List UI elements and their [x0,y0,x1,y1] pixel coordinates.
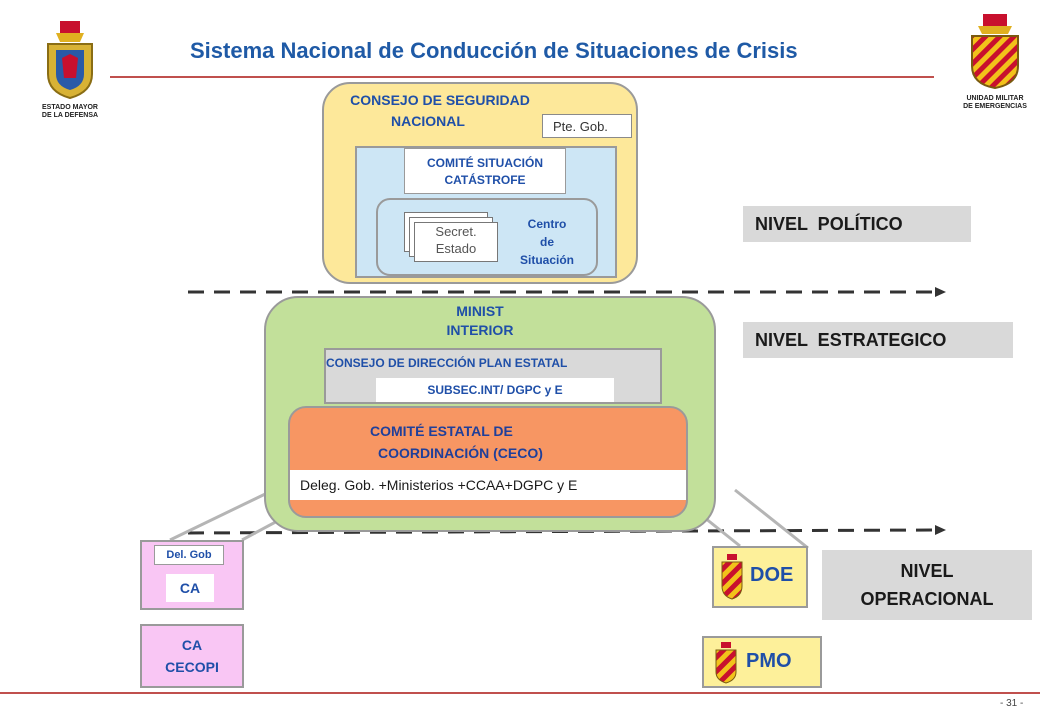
ceco-line: COMITÉ ESTATAL DE [370,423,513,439]
doe-label: DOE [750,564,794,586]
subsec-label: SUBSEC.INT/ DGPC y E [376,378,614,402]
secret-line: Estado [435,241,477,256]
nivel-operacional-line: NIVEL [900,561,954,581]
centro-situacion-label: Centro de Situación [506,215,588,269]
cecopi-line: CA [181,637,203,653]
pte-gob-label: Pte. Gob. [542,114,632,138]
nivel-operacional-label: NIVEL OPERACIONAL [822,550,1032,620]
page-title: Sistema Nacional de Conducción de Situac… [190,38,798,63]
divider-arrowhead [935,525,946,535]
ceco-line: COORDINACIÓN (CECO) [378,445,543,461]
secret-line: Secret. [435,224,477,239]
nivel-operacional-line: OPERACIONAL [860,589,994,609]
left-logo-caption-line: ESTADO MAYOR [41,104,98,111]
cecopi-line: CECOPI [165,659,219,675]
consejo-direccion-label: CONSEJO DE DIRECCIÓN PLAN ESTATAL [326,356,568,370]
consejo-line: NACIONAL [391,113,465,129]
title-underline [110,76,934,78]
ume-shield-icon [715,642,737,684]
footer-line [0,692,1040,694]
del-gob-label: Del. Gob [154,545,224,565]
secret-estado-box: Secret. Estado [414,222,498,262]
minist-line: MINIST [456,303,504,319]
minist-line: INTERIOR [446,322,514,338]
pmo-box: PMO [702,636,822,688]
estado-mayor-logo: ESTADO MAYOR DE LA DEFENSA [30,18,110,119]
divider-arrowhead [935,287,946,297]
left-logo-caption-line: DE LA DEFENSA [41,112,99,119]
comite-line: CATÁSTROFE [444,173,526,187]
consejo-line: CONSEJO DE SEGURIDAD [350,92,530,108]
centro-line: de [539,235,554,249]
page-number: - 31 - [1000,698,1024,709]
estado-mayor-emblem-icon [47,21,93,100]
ume-emblem-icon [971,14,1019,90]
nivel-politico-label: NIVEL POLÍTICO [743,206,971,242]
pmo-label: PMO [746,650,792,672]
ca-label: CA [166,574,214,602]
comite-situacion-box: COMITÉ SITUACIÓN CATÁSTROFE [404,148,566,194]
nivel-estrategico-label: NIVEL ESTRATEGICO [743,322,1013,358]
right-logo-caption-line: UNIDAD MILITAR [966,95,1024,102]
connector-right-outer [734,488,809,550]
centro-line: Centro [527,217,567,231]
ume-logo: UNIDAD MILITAR DE EMERGENCIAS [950,12,1040,112]
deleg-gob-label: Deleg. Gob. +Ministerios +CCAA+DGPC y E [290,470,686,500]
ca-cecopi-box: CA CECOPI [140,624,244,688]
doe-box: DOE [712,546,808,608]
right-logo-caption-line: DE EMERGENCIAS [963,103,1027,110]
consejo-seguridad-title: CONSEJO DE SEGURIDAD NACIONAL [340,90,540,132]
ceco-title: COMITÉ ESTATAL DE COORDINACIÓN (CECO) [370,420,630,464]
ume-shield-icon [721,554,743,600]
centro-line: Situación [519,253,574,267]
comite-line: COMITÉ SITUACIÓN [427,156,543,170]
minist-interior-title: MINIST INTERIOR [430,302,530,340]
